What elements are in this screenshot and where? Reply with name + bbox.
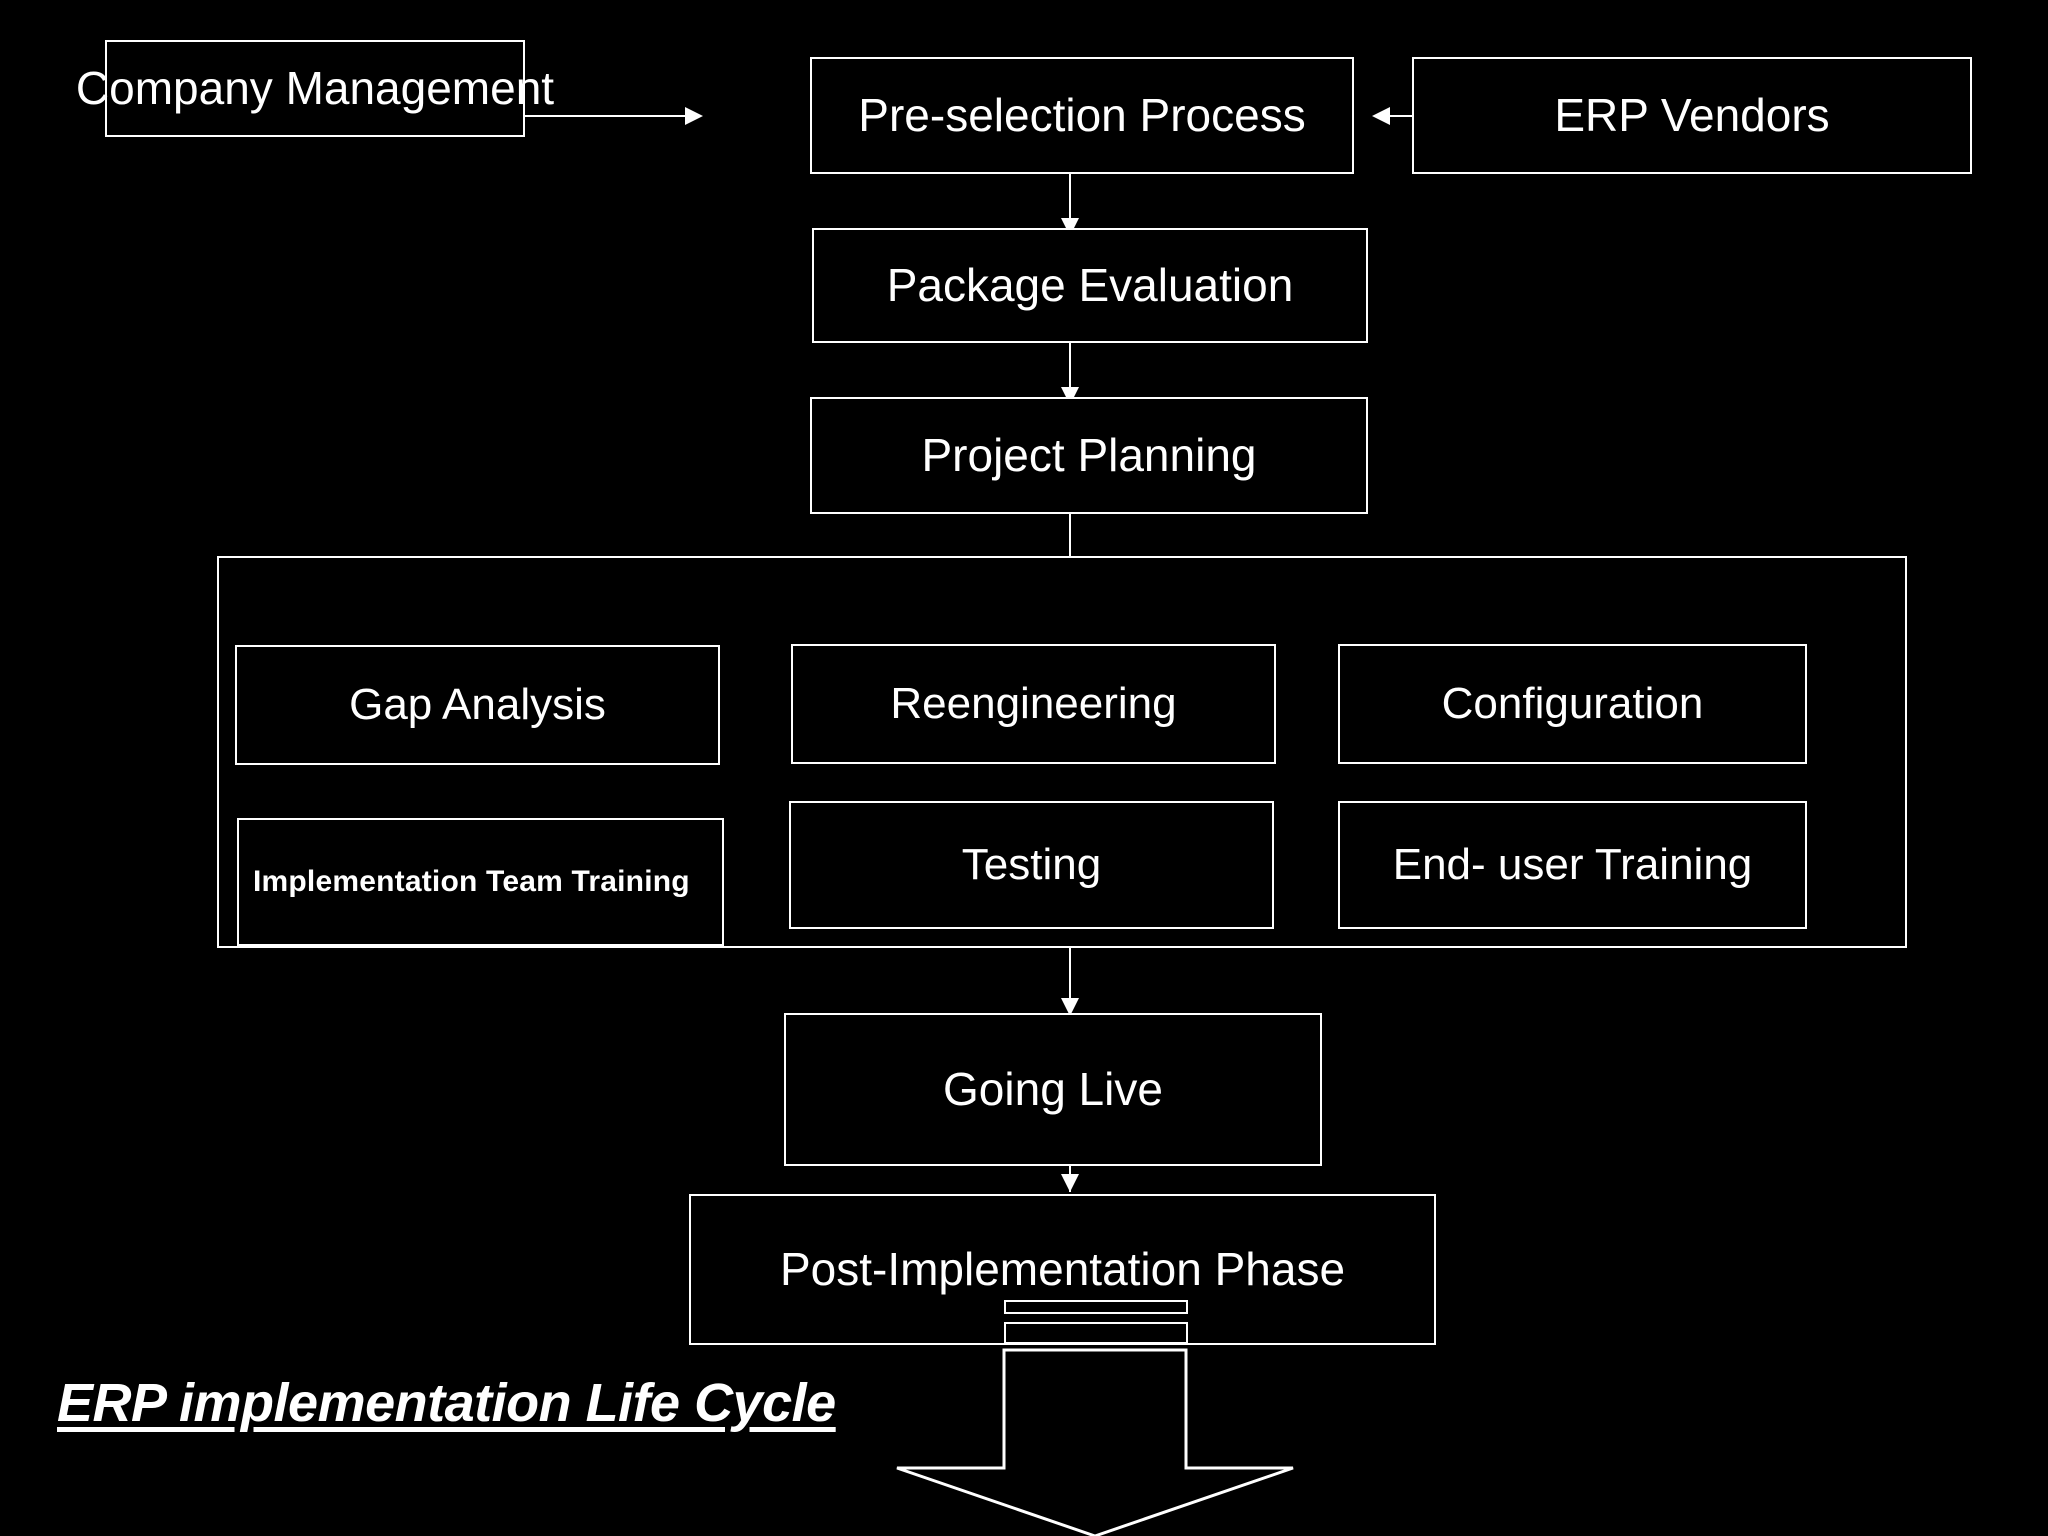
node-testing-label: Testing	[961, 839, 1102, 889]
node-end-user-training-label: End- user Training	[1392, 839, 1753, 889]
node-gap-analysis-label: Gap Analysis	[349, 679, 606, 729]
outcome-arrow-icon	[896, 1348, 1294, 1536]
node-implementation-team-training-label: Implementation Team Training	[253, 865, 690, 899]
node-project-planning[interactable]: Project Planning	[810, 397, 1368, 514]
diagram-title: ERP implementation Life Cycle	[57, 1373, 836, 1433]
node-configuration-label: Configuration	[1441, 678, 1704, 728]
connector-vendors-to-preselection-line	[1390, 115, 1412, 117]
connector-vendors-to-preselection-arrowhead	[1372, 107, 1390, 125]
node-post-implementation-phase-label: Post-Implementation Phase	[779, 1243, 1346, 1296]
node-implementation-team-training[interactable]: Implementation Team Training	[237, 818, 724, 946]
node-pre-selection-process[interactable]: Pre-selection Process	[810, 57, 1354, 174]
node-package-evaluation-label: Package Evaluation	[886, 259, 1294, 312]
node-package-evaluation[interactable]: Package Evaluation	[812, 228, 1368, 343]
node-configuration[interactable]: Configuration	[1338, 644, 1807, 764]
node-erp-vendors-label: ERP Vendors	[1554, 89, 1830, 142]
connector-group-to-goinglive-line	[1069, 948, 1071, 1016]
connector-company-to-preselection-arrowhead	[685, 107, 703, 125]
node-going-live[interactable]: Going Live	[784, 1013, 1322, 1166]
connector-group-to-goinglive-arrowhead	[1061, 998, 1079, 1016]
node-post-implementation-phase[interactable]: Post-Implementation Phase	[689, 1194, 1436, 1345]
node-project-planning-label: Project Planning	[921, 429, 1257, 482]
node-reengineering-label: Reengineering	[890, 678, 1177, 728]
connector-preselection-to-package-line	[1069, 174, 1071, 236]
connector-planning-to-group-line	[1069, 514, 1071, 574]
outcome-arrow-bar-middle	[1004, 1322, 1188, 1344]
node-reengineering[interactable]: Reengineering	[791, 644, 1276, 764]
connector-company-to-preselection-line	[525, 115, 685, 117]
node-company-management-label: Company Management	[75, 62, 555, 115]
outcome-arrow-bar-top	[1004, 1300, 1188, 1314]
node-pre-selection-process-label: Pre-selection Process	[858, 89, 1306, 142]
node-company-management[interactable]: Company Management	[76, 40, 554, 137]
connector-package-to-planning-line	[1069, 343, 1071, 405]
node-gap-analysis[interactable]: Gap Analysis	[235, 645, 720, 765]
connector-goinglive-to-post-arrowhead	[1061, 1174, 1079, 1192]
node-testing[interactable]: Testing	[789, 801, 1274, 929]
node-end-user-training[interactable]: End- user Training	[1338, 801, 1807, 929]
node-going-live-label: Going Live	[943, 1063, 1163, 1116]
node-erp-vendors[interactable]: ERP Vendors	[1412, 57, 1972, 174]
